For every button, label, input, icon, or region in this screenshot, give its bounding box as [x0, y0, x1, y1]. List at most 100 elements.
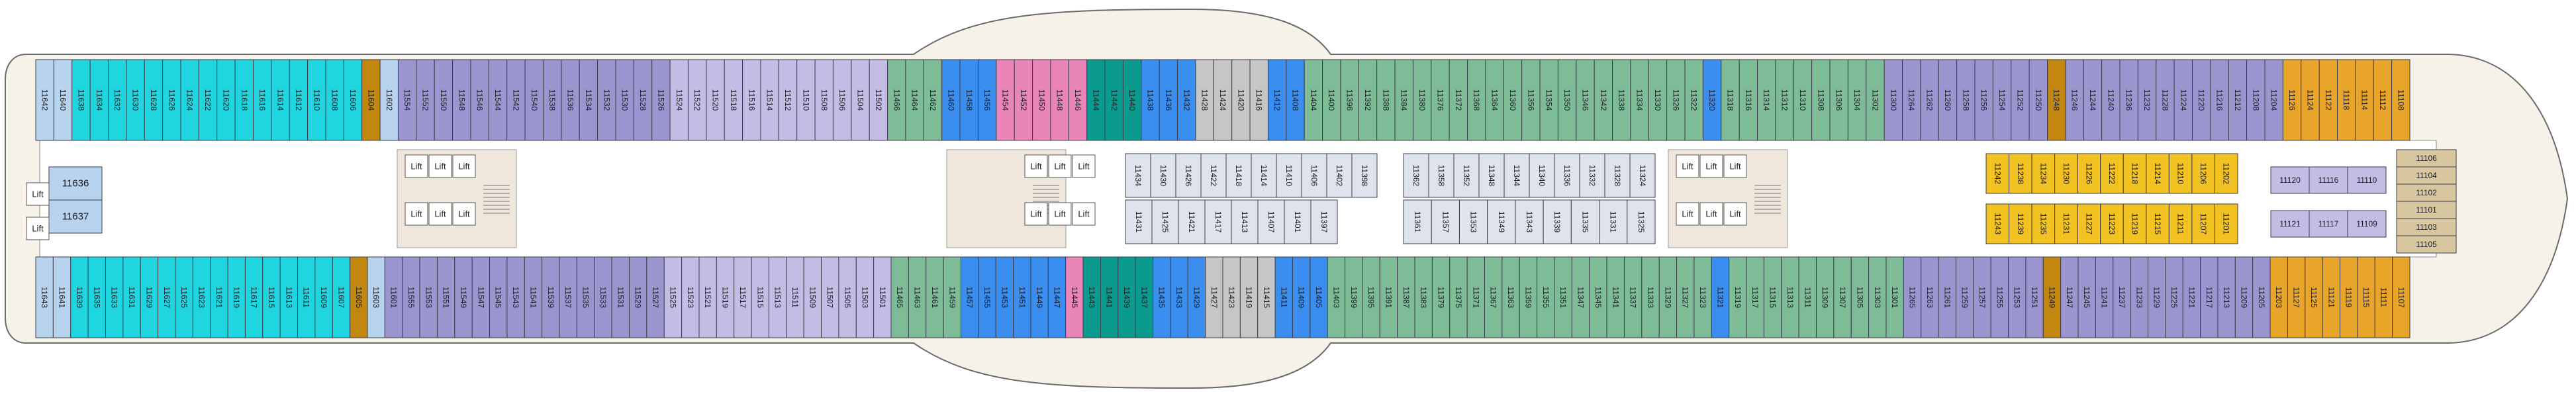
cabin-11217[interactable]: 11217 — [2200, 256, 2218, 338]
cabin-11618[interactable]: 11618 — [234, 59, 254, 141]
cabin-11431[interactable]: 11431 — [1125, 199, 1153, 244]
cabin-11261[interactable]: 11261 — [1938, 256, 1956, 338]
cabin-11259[interactable]: 11259 — [1955, 256, 1974, 338]
cabin-11606[interactable]: 11606 — [343, 59, 363, 141]
cabin-11451[interactable]: 11451 — [1013, 256, 1031, 338]
cabin-11301[interactable]: 11301 — [1885, 256, 1904, 338]
cabin-11541[interactable]: 11541 — [524, 256, 543, 338]
cabin-11554[interactable]: 11554 — [397, 59, 417, 141]
cabin-11411[interactable]: 11411 — [1274, 256, 1293, 338]
cabin-11312[interactable]: 11312 — [1775, 59, 1794, 141]
cabin-11406[interactable]: 11406 — [1301, 153, 1327, 198]
cabin-11213[interactable]: 11213 — [2217, 256, 2236, 338]
cabin-11375[interactable]: 11375 — [1449, 256, 1468, 338]
cabin-11434[interactable]: 11434 — [1125, 153, 1151, 198]
cabin-11349[interactable]: 11349 — [1487, 199, 1516, 244]
cabin-11319[interactable]: 11319 — [1729, 256, 1747, 338]
cabin-11331[interactable]: 11331 — [1599, 199, 1628, 244]
cabin-11433[interactable]: 11433 — [1170, 256, 1188, 338]
cabin-11354[interactable]: 11354 — [1539, 59, 1558, 141]
cabin-11357[interactable]: 11357 — [1431, 199, 1460, 244]
cabin-11402[interactable]: 11402 — [1326, 153, 1353, 198]
cabin-11332[interactable]: 11332 — [1579, 153, 1605, 198]
cabin-11635[interactable]: 11635 — [87, 256, 106, 338]
cabin-11201[interactable]: 11201 — [2214, 203, 2238, 244]
cabin-11318[interactable]: 11318 — [1721, 59, 1740, 141]
cabin-11615[interactable]: 11615 — [262, 256, 281, 338]
cabin-11617[interactable]: 11617 — [244, 256, 263, 338]
cabin-11310[interactable]: 11310 — [1793, 59, 1813, 141]
cabin-11250[interactable]: 11250 — [2028, 59, 2048, 141]
cabin-11517[interactable]: 11517 — [734, 256, 752, 338]
cabin-11303[interactable]: 11303 — [1868, 256, 1887, 338]
cabin-11372[interactable]: 11372 — [1449, 59, 1468, 141]
cabin-11212[interactable]: 11212 — [2228, 59, 2248, 141]
cabin-11339[interactable]: 11339 — [1543, 199, 1572, 244]
cabin-11429[interactable]: 11429 — [1187, 256, 1206, 338]
cabin-11435[interactable]: 11435 — [1153, 256, 1171, 338]
cabin-11225[interactable]: 11225 — [2165, 256, 2183, 338]
cabin-11643[interactable]: 11643 — [35, 256, 54, 338]
cabin-11455[interactable]: 11455 — [978, 256, 996, 338]
cabin-11505[interactable]: 11505 — [838, 256, 857, 338]
cabin-11629[interactable]: 11629 — [140, 256, 159, 338]
cabin-11311[interactable]: 11311 — [1798, 256, 1817, 338]
cabin-11640[interactable]: 11640 — [53, 59, 73, 141]
cabin-11637[interactable]: 11637 — [48, 199, 103, 234]
cabin-11547[interactable]: 11547 — [471, 256, 491, 338]
cabin-11428[interactable]: 11428 — [1195, 59, 1214, 141]
cabin-11368[interactable]: 11368 — [1467, 59, 1486, 141]
cabin-11509[interactable]: 11509 — [803, 256, 822, 338]
cabin-11356[interactable]: 11356 — [1521, 59, 1541, 141]
cabin-11426[interactable]: 11426 — [1175, 153, 1202, 198]
cabin-11222[interactable]: 11222 — [2100, 153, 2124, 194]
cabin-11362[interactable]: 11362 — [1403, 153, 1429, 198]
lift[interactable]: Lift — [1048, 202, 1072, 226]
cabin-11507[interactable]: 11507 — [821, 256, 839, 338]
cabin-11119[interactable]: 11119 — [2340, 256, 2358, 338]
cabin-11512[interactable]: 11512 — [778, 59, 798, 141]
cabin-11235[interactable]: 11235 — [2031, 203, 2056, 244]
cabin-11423[interactable]: 11423 — [1222, 256, 1241, 338]
cabin-11118[interactable]: 11118 — [2337, 59, 2356, 141]
cabin-11625[interactable]: 11625 — [175, 256, 193, 338]
cabin-11611[interactable]: 11611 — [297, 256, 316, 338]
cabin-11413[interactable]: 11413 — [1231, 199, 1259, 244]
cabin-11335[interactable]: 11335 — [1570, 199, 1600, 244]
cabin-11383[interactable]: 11383 — [1414, 256, 1433, 338]
cabin-11418[interactable]: 11418 — [1225, 153, 1252, 198]
cabin-11360[interactable]: 11360 — [1503, 59, 1523, 141]
cabin-11231[interactable]: 11231 — [2054, 203, 2078, 244]
cabin-11334[interactable]: 11334 — [1630, 59, 1649, 141]
lift[interactable]: Lift — [1723, 154, 1747, 178]
cabin-11305[interactable]: 11305 — [1850, 256, 1870, 338]
cabin-11316[interactable]: 11316 — [1739, 59, 1758, 141]
cabin-11336[interactable]: 11336 — [1554, 153, 1580, 198]
cabin-11524[interactable]: 11524 — [669, 59, 689, 141]
lift[interactable]: Lift — [1024, 202, 1048, 226]
cabin-11126[interactable]: 11126 — [2282, 59, 2302, 141]
cabin-11639[interactable]: 11639 — [70, 256, 89, 338]
cabin-11449[interactable]: 11449 — [1030, 256, 1049, 338]
cabin-11511[interactable]: 11511 — [786, 256, 804, 338]
cabin-11397[interactable]: 11397 — [1310, 199, 1338, 244]
cabin-11530[interactable]: 11530 — [615, 59, 634, 141]
cabin-11206[interactable]: 11206 — [2191, 153, 2215, 194]
cabin-11384[interactable]: 11384 — [1394, 59, 1413, 141]
cabin-11626[interactable]: 11626 — [162, 59, 181, 141]
lift[interactable]: Lift — [428, 202, 452, 226]
cabin-11510[interactable]: 11510 — [796, 59, 816, 141]
cabin-11341[interactable]: 11341 — [1606, 256, 1625, 338]
cabin-11263[interactable]: 11263 — [1921, 256, 1939, 338]
cabin-11262[interactable]: 11262 — [1920, 59, 1939, 141]
cabin-11244[interactable]: 11244 — [2083, 59, 2103, 141]
cabin-11106[interactable]: 11106 — [2396, 149, 2457, 168]
cabin-11352[interactable]: 11352 — [1453, 153, 1480, 198]
cabin-11409[interactable]: 11409 — [1292, 256, 1311, 338]
cabin-11638[interactable]: 11638 — [72, 59, 91, 141]
cabin-11328[interactable]: 11328 — [1604, 153, 1631, 198]
cabin-11461[interactable]: 11461 — [926, 256, 944, 338]
cabin-11398[interactable]: 11398 — [1351, 153, 1378, 198]
cabin-11203[interactable]: 11203 — [2269, 256, 2288, 338]
cabin-11326[interactable]: 11326 — [1666, 59, 1686, 141]
